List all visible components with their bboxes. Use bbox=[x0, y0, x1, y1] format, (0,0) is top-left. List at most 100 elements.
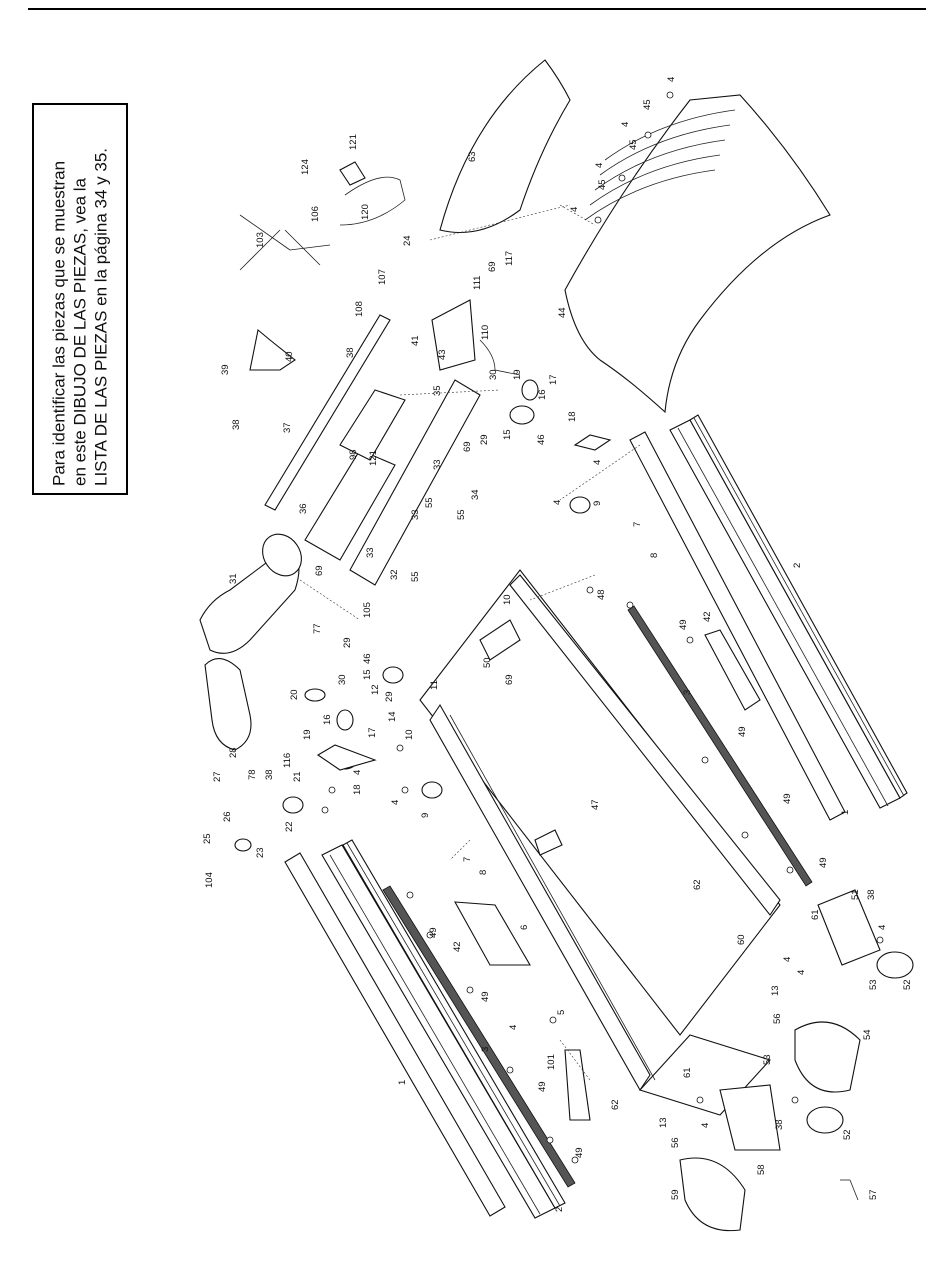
callout-label: 12 bbox=[370, 684, 381, 695]
callout-label: 8 bbox=[649, 553, 660, 558]
callout-label: 56 bbox=[670, 1137, 681, 1148]
callout-label: 16 bbox=[537, 389, 548, 400]
callout-label: 4 bbox=[390, 800, 401, 805]
callout-label: 9 bbox=[420, 813, 431, 818]
left-rail-assembly bbox=[284, 839, 576, 1219]
callout-label: 49 bbox=[737, 726, 748, 737]
callout-label: 58 bbox=[756, 1164, 767, 1175]
callout-label: 30 bbox=[337, 674, 348, 685]
callout-label: 17 bbox=[548, 374, 559, 385]
right-rail-assembly bbox=[627, 414, 908, 887]
callout-label: 33 bbox=[365, 547, 376, 558]
callout-label: 29 bbox=[479, 434, 490, 445]
callout-label: 51 bbox=[850, 889, 861, 900]
controller-board bbox=[304, 389, 406, 561]
callout-label: 78 bbox=[247, 769, 258, 780]
callout-label: 77 bbox=[312, 623, 323, 634]
callout-label: 42 bbox=[702, 611, 713, 622]
callout-label: 4 bbox=[592, 460, 603, 465]
callout-label: 62 bbox=[692, 879, 703, 890]
callout-label: 38 bbox=[231, 419, 242, 430]
callout-label: 49 bbox=[537, 1081, 548, 1092]
callout-label: 69 bbox=[462, 441, 473, 452]
callout-label: 59 bbox=[670, 1189, 681, 1200]
callout-label: 38 bbox=[345, 347, 356, 358]
callout-label: 22 bbox=[284, 821, 295, 832]
callout-label: 55 bbox=[424, 497, 435, 508]
callout-label: 4 bbox=[666, 77, 677, 82]
callout-label: 38 bbox=[264, 769, 275, 780]
callout-label: 30 bbox=[488, 369, 499, 380]
callout-label: 42 bbox=[452, 941, 463, 952]
callout-label: 69 bbox=[504, 674, 515, 685]
note-box: Para identificar las piezas que se muest… bbox=[32, 103, 128, 495]
callout-label: 19 bbox=[302, 729, 313, 740]
callout-label: 13 bbox=[770, 985, 781, 996]
callout-label: 1 bbox=[840, 810, 851, 815]
hood-cover bbox=[439, 59, 571, 233]
callout-label: 33 bbox=[432, 459, 443, 470]
callout-label: 38 bbox=[866, 889, 877, 900]
callout-label: 37 bbox=[282, 422, 293, 433]
callout-label: 111 bbox=[472, 276, 483, 290]
flywheel bbox=[199, 533, 302, 654]
screws bbox=[321, 91, 884, 1164]
motor-hood bbox=[564, 94, 831, 414]
callout-label: 98 bbox=[348, 449, 359, 460]
callout-label: 54 bbox=[862, 1029, 873, 1040]
callout-label: 15 bbox=[362, 669, 373, 680]
callout-label: 2 bbox=[792, 563, 803, 568]
callout-label: 4 bbox=[782, 957, 793, 962]
callout-label: 107 bbox=[377, 269, 388, 285]
motor-guard bbox=[349, 379, 481, 586]
callout-label: 43 bbox=[437, 349, 448, 360]
callout-label: 61 bbox=[810, 909, 821, 920]
callout-label: 4 bbox=[796, 970, 807, 975]
callout-label: 29 bbox=[384, 691, 395, 702]
callout-label: 29 bbox=[342, 637, 353, 648]
callout-label: 55 bbox=[456, 509, 467, 520]
callout-label: 47 bbox=[590, 799, 601, 810]
callout-label: 19 bbox=[512, 369, 523, 380]
callout-label: 9 bbox=[592, 501, 603, 506]
callout-label: 13 bbox=[658, 1117, 669, 1128]
callout-label: 45 bbox=[642, 99, 653, 110]
callout-label: 44 bbox=[557, 307, 568, 318]
callout-label: 62 bbox=[610, 1099, 621, 1110]
callout-label: 11 bbox=[429, 680, 440, 690]
drive-belt bbox=[204, 658, 252, 751]
callout-label: 17 bbox=[367, 727, 378, 738]
callout-label: 4 bbox=[877, 925, 888, 930]
callout-label: 49 bbox=[782, 793, 793, 804]
callout-label: 49 bbox=[678, 619, 689, 630]
callout-label: 53 bbox=[868, 979, 879, 990]
callout-label: 25 bbox=[202, 833, 213, 844]
callout-label: 4 bbox=[569, 207, 580, 212]
callout-label: 55 bbox=[410, 571, 421, 582]
callout-label: 46 bbox=[536, 434, 547, 445]
motor-shaft bbox=[264, 314, 391, 511]
callout-label: 23 bbox=[255, 847, 266, 858]
callout-label: 15 bbox=[502, 429, 513, 440]
callout-label: 32 bbox=[389, 569, 400, 580]
callout-label: 4 bbox=[594, 163, 605, 168]
callout-label: 14 bbox=[387, 711, 398, 722]
callout-label: 38 bbox=[774, 1119, 785, 1130]
callout-label: 36 bbox=[298, 503, 309, 514]
callout-label: 4 bbox=[700, 1123, 711, 1128]
callout-label: 8 bbox=[478, 870, 489, 875]
callout-label: 41 bbox=[410, 335, 421, 346]
leader-lines bbox=[299, 204, 641, 1081]
callout-label: 4 bbox=[508, 1025, 519, 1030]
callout-label: 61 bbox=[682, 1067, 693, 1078]
callout-label: 10 bbox=[404, 729, 415, 740]
callout-label: 45 bbox=[628, 139, 639, 150]
callout-label: 104 bbox=[204, 872, 215, 888]
callout-label: 50 bbox=[482, 657, 493, 668]
callout-label: 49 bbox=[818, 857, 829, 868]
callout-label: 48 bbox=[596, 589, 607, 600]
callout-label: 108 bbox=[354, 301, 365, 317]
callout-label: 26 bbox=[222, 811, 233, 822]
callout-label: 10 bbox=[502, 594, 513, 605]
